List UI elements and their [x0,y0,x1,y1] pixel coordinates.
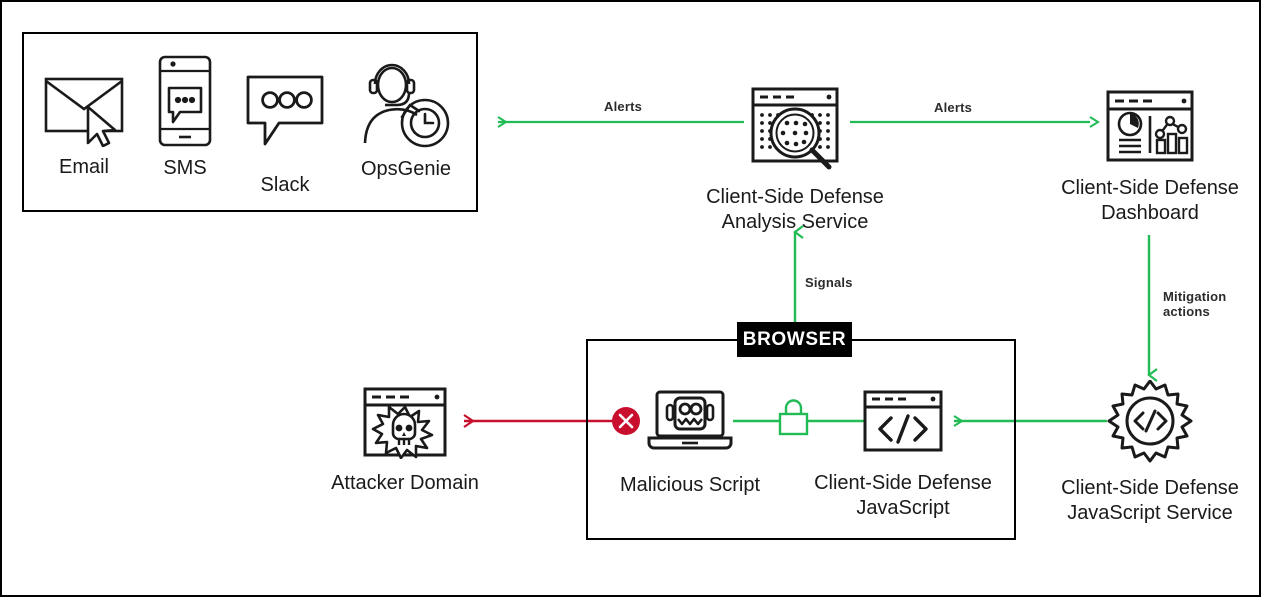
node-label-javascript-service: Client-Side Defense JavaScript Service [1061,477,1239,524]
node-label-dashboard: Client-Side Defense Dashboard [1061,177,1239,224]
notif-item-slack[interactable]: Slack [245,74,325,198]
browser-skull-icon [355,387,455,460]
notif-label-slack: Slack [260,174,310,196]
node-label-malicious-script: Malicious Script [619,474,761,496]
phone-message-icon [152,54,218,148]
notif-label-opsgenie: OpsGenie [360,158,452,180]
edge-label-signals: Signals [805,275,853,290]
node-javascript-service[interactable]: Client-Side Defense JavaScript Service [1054,379,1246,526]
browser-badge-label: BROWSER [742,328,847,350]
notif-label-email: Email [58,156,109,178]
notif-item-opsgenie[interactable]: OpsGenie [357,57,455,182]
node-malicious-script[interactable]: Malicious Script [614,390,766,498]
edge-label-mitigation: Mitigation actions [1163,289,1227,319]
notif-item-email[interactable]: Email [39,57,129,180]
node-label-attacker-domain: Attacker Domain [331,472,479,494]
padlock-icon [778,399,809,436]
browser-badge: BROWSER [737,322,852,357]
notif-item-sms[interactable]: SMS [152,54,218,181]
edge-label-alerts-left: Alerts [604,99,643,114]
node-attacker-domain[interactable]: Attacker Domain [330,387,480,496]
edge-label-alerts-right: Alerts [934,100,973,115]
dashboard-charts-icon [1105,90,1195,162]
node-analysis-service[interactable]: Client-Side Defense Analysis Service [702,87,888,235]
blocked-x-icon [612,407,640,435]
notif-label-sms: SMS [163,157,207,179]
support-agent-clock-icon [357,57,455,149]
envelope-cursor-icon [40,57,128,148]
browser-code-icon [863,390,943,452]
node-label-analysis-service: Client-Side Defense Analysis Service [706,186,884,233]
node-defense-javascript[interactable]: Client-Side Defense JavaScript [810,390,996,521]
speech-bubble-dots-icon [245,74,325,148]
node-dashboard[interactable]: Client-Side Defense Dashboard [1057,90,1243,226]
browser-magnifier-icon [745,87,845,173]
laptop-robot-icon [644,390,736,454]
gear-code-icon [1107,379,1193,464]
notification-channels-box [22,32,478,212]
node-label-defense-javascript: Client-Side Defense JavaScript [814,472,992,519]
